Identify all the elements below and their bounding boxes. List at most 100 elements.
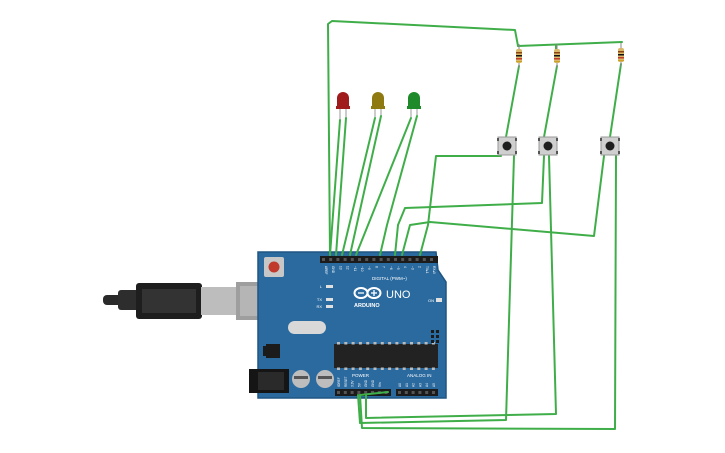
arduino-logo-icon xyxy=(353,287,382,299)
analog-pin-label: A4 xyxy=(425,383,429,387)
digital-pin-hole[interactable] xyxy=(322,258,325,261)
digital-pin-label: TX▸1 xyxy=(425,266,429,274)
power-pin-hole[interactable] xyxy=(350,391,354,394)
power-pin-hole[interactable] xyxy=(343,391,347,394)
resistor-2[interactable] xyxy=(554,44,560,68)
chip-pin xyxy=(410,367,413,370)
analog-pin-label: A1 xyxy=(405,383,409,387)
analog-pin-hole[interactable] xyxy=(404,391,408,394)
wire-b2-5v[interactable] xyxy=(365,155,557,419)
digital-pin-label: 13 xyxy=(338,266,342,270)
digital-pin-hole[interactable] xyxy=(372,258,376,261)
chip-pin xyxy=(351,367,355,370)
chip-pin xyxy=(380,367,384,370)
rx-led-label: RX xyxy=(316,304,322,309)
chip-pin xyxy=(395,367,399,370)
power-pin-hole[interactable] xyxy=(357,391,361,394)
analog-pin-hole[interactable] xyxy=(418,391,422,394)
chip-pin xyxy=(424,367,428,370)
led-yellow[interactable] xyxy=(371,92,385,118)
led-green[interactable] xyxy=(407,92,421,118)
digital-pin-label: ~6 xyxy=(389,266,393,270)
wire-b2-pin[interactable] xyxy=(394,155,545,256)
wire-green-led-pin[interactable] xyxy=(379,115,418,256)
icsp-pin xyxy=(436,335,439,338)
on-led-label: ON xyxy=(428,298,434,303)
chip-pin xyxy=(373,367,377,370)
power-pin-hole[interactable] xyxy=(371,391,374,394)
digital-pin-hole[interactable] xyxy=(401,258,405,261)
wire-resistor-rail[interactable] xyxy=(517,41,623,47)
wire-red-led-pin[interactable] xyxy=(335,117,347,256)
analog-pin-hole[interactable] xyxy=(411,391,415,394)
digital-pin-hole[interactable] xyxy=(343,258,347,261)
chip-pin xyxy=(380,342,384,345)
wire-gnd-top-loop[interactable] xyxy=(327,20,519,256)
digital-pin-hole[interactable] xyxy=(379,258,383,261)
l-led-label: L xyxy=(320,284,323,289)
wire-red-led-gnd[interactable] xyxy=(329,119,341,256)
digital-pin-label: 4 xyxy=(403,266,407,268)
digital-pin-hole[interactable] xyxy=(350,258,354,261)
wire-yellow-led-pin[interactable] xyxy=(349,115,382,256)
power-pin-label: GND xyxy=(364,379,368,387)
digital-pin-hole[interactable] xyxy=(415,258,419,261)
digital-header xyxy=(320,256,438,263)
digital-pin-hole[interactable] xyxy=(408,258,412,261)
digital-pin-hole[interactable] xyxy=(329,258,333,261)
analog-pin-label: A0 xyxy=(398,383,402,387)
digital-pin-hole[interactable] xyxy=(422,258,426,261)
power-pin-label: 5V xyxy=(357,382,361,387)
icsp-pin xyxy=(431,335,434,338)
chip-pin xyxy=(358,342,362,345)
crystal-oscillator xyxy=(288,321,326,334)
digital-pin-hole[interactable] xyxy=(336,258,340,261)
power-pin-hole[interactable] xyxy=(364,391,368,394)
analog-pin-label: A5 xyxy=(432,383,436,387)
power-pin-hole[interactable] xyxy=(337,391,340,394)
icsp-pin xyxy=(431,330,434,333)
chip-pin xyxy=(337,367,340,370)
chip-pin xyxy=(388,342,392,345)
wire-green-led-gnd[interactable] xyxy=(355,117,412,256)
digital-pin-hole[interactable] xyxy=(358,258,361,261)
chip-pin xyxy=(358,367,362,370)
chip-pin xyxy=(344,367,348,370)
wire-yellow-led-gnd[interactable] xyxy=(341,117,376,256)
analog-pin-hole[interactable] xyxy=(432,391,435,394)
digital-pin-hole[interactable] xyxy=(386,258,390,261)
digital-header-label: DIGITAL (PWM~) xyxy=(372,276,407,281)
chip-pin xyxy=(417,367,421,370)
analog-pin-hole[interactable] xyxy=(398,391,401,394)
digital-pin-hole[interactable] xyxy=(430,258,433,261)
digital-pin-label: ~5 xyxy=(396,266,400,270)
power-header xyxy=(335,389,391,396)
digital-pin-hole[interactable] xyxy=(394,258,397,261)
wire-b3-pin[interactable] xyxy=(401,155,605,256)
button-2[interactable] xyxy=(538,136,558,156)
wire-b1-5v[interactable] xyxy=(357,155,515,424)
wire-r2-b2[interactable] xyxy=(543,65,558,138)
resistor-1[interactable] xyxy=(516,44,522,68)
analog-header xyxy=(396,389,438,396)
wire-b3-5v[interactable] xyxy=(359,155,617,430)
icsp-pin xyxy=(436,330,439,333)
digital-pin-hole[interactable] xyxy=(365,258,369,261)
digital-pin-label: AREF xyxy=(324,266,328,275)
chip-pin xyxy=(402,367,406,370)
resistor-3[interactable] xyxy=(618,43,624,67)
chip-pin xyxy=(373,342,377,345)
wire-r3-b3[interactable] xyxy=(609,63,622,138)
analog-pin-hole[interactable] xyxy=(425,391,429,394)
wire-r1-b1[interactable] xyxy=(505,65,520,138)
button-1[interactable] xyxy=(497,136,517,156)
led-red[interactable] xyxy=(336,92,350,120)
wires xyxy=(327,20,623,430)
digital-pin-label: 7 xyxy=(382,266,386,268)
digital-pin-label: ~10 xyxy=(360,266,364,272)
microcontroller-chip xyxy=(334,344,438,368)
button-3[interactable] xyxy=(600,136,620,156)
wire-b1-pin[interactable] xyxy=(419,155,502,256)
